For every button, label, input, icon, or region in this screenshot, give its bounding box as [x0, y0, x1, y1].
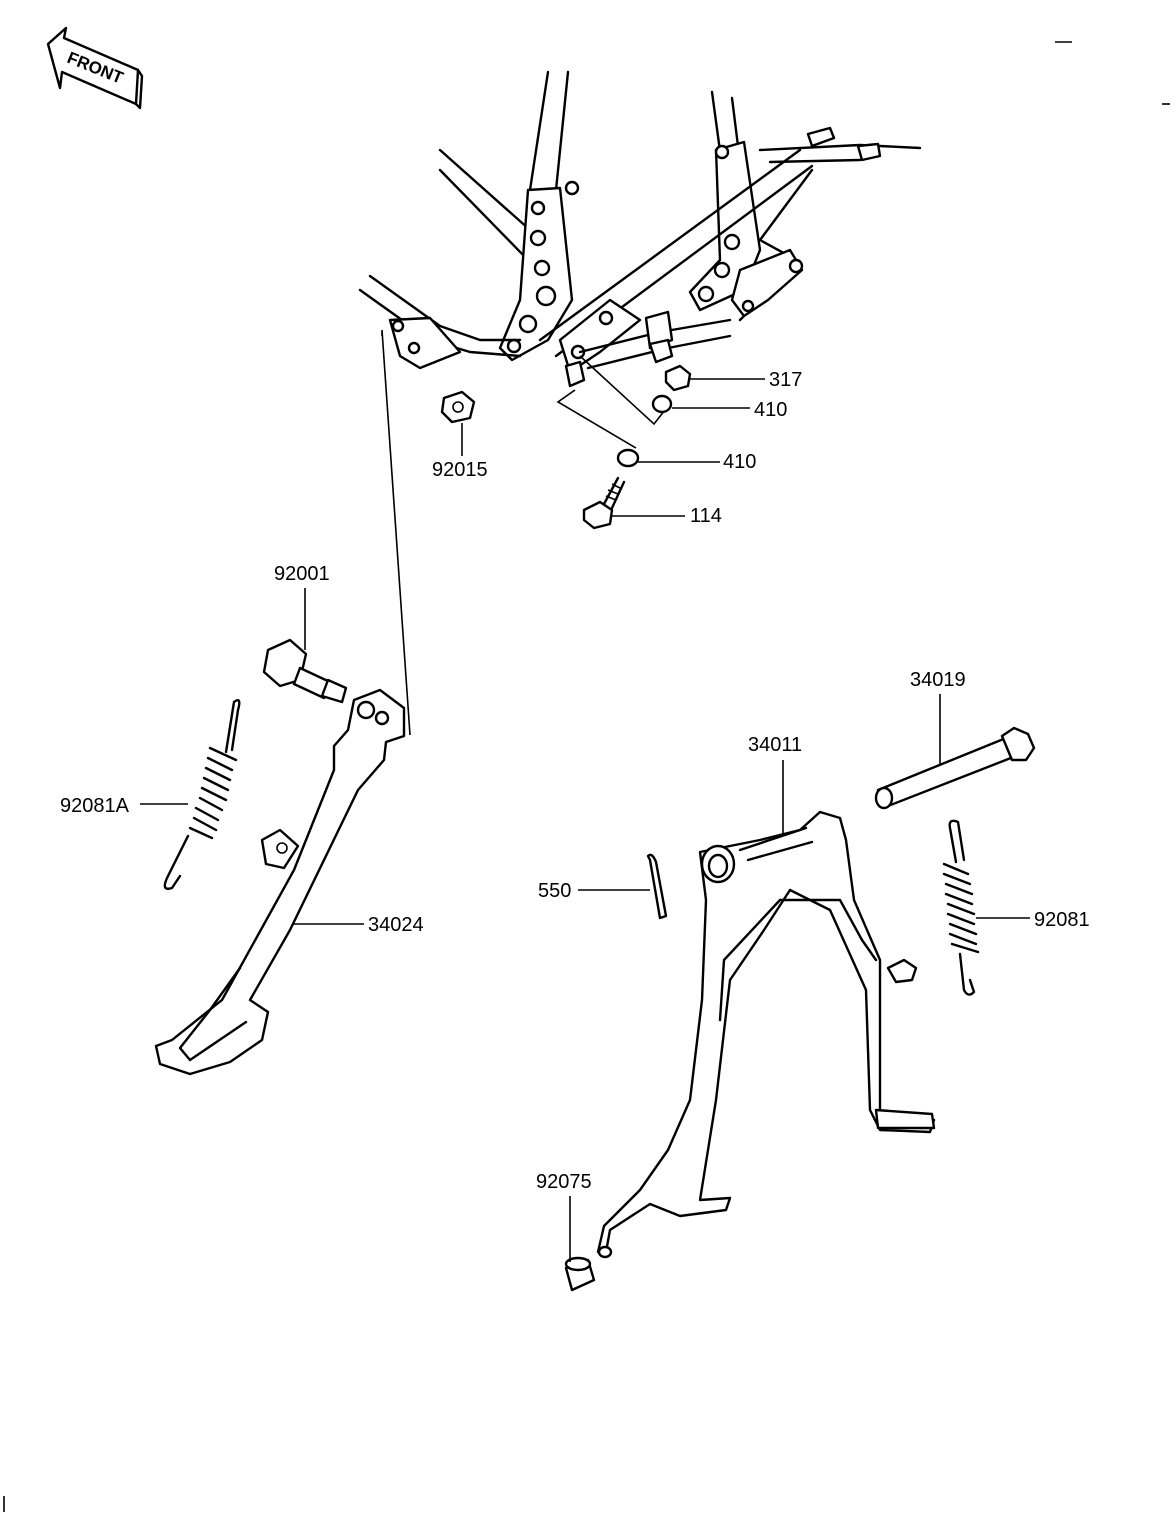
callout-317: 317 — [769, 369, 802, 391]
callout-34011: 34011 — [748, 734, 802, 756]
callout-labels: 317 410 410 114 92015 92001 92081A 34024… — [60, 369, 1090, 1193]
callout-410-lower: 410 — [723, 451, 756, 473]
bushing-92075 — [564, 1196, 596, 1292]
spring-92081 — [942, 819, 1030, 996]
callout-92001: 92001 — [274, 563, 330, 585]
callout-92081: 92081 — [1034, 909, 1090, 931]
front-arrow-icon: FRONT — [46, 26, 144, 110]
pin-34019 — [874, 694, 1036, 810]
bolt-92001 — [262, 588, 348, 704]
leader-lines-upper — [461, 378, 765, 517]
side-stand-34024 — [154, 688, 406, 1076]
hardware-parts — [440, 364, 692, 530]
washer-410-lower — [616, 448, 640, 468]
nut-92015 — [440, 390, 476, 424]
scan-marks — [3, 41, 1170, 1512]
frame-drawing — [358, 70, 922, 736]
callout-410-upper: 410 — [754, 399, 787, 421]
callout-114: 114 — [690, 505, 722, 527]
center-stand-34011 — [596, 760, 936, 1259]
callout-92015: 92015 — [432, 459, 488, 481]
bolt-114 — [582, 476, 626, 530]
cotter-pin-550 — [578, 853, 668, 920]
callout-34019: 34019 — [910, 669, 966, 691]
spring-92081A — [140, 699, 241, 890]
nut-317 — [664, 364, 692, 392]
washer-410-upper — [651, 394, 673, 414]
callout-92081A: 92081A — [60, 795, 130, 817]
callout-92075: 92075 — [536, 1171, 592, 1193]
callout-34024: 34024 — [368, 914, 424, 936]
callout-550: 550 — [538, 880, 571, 902]
